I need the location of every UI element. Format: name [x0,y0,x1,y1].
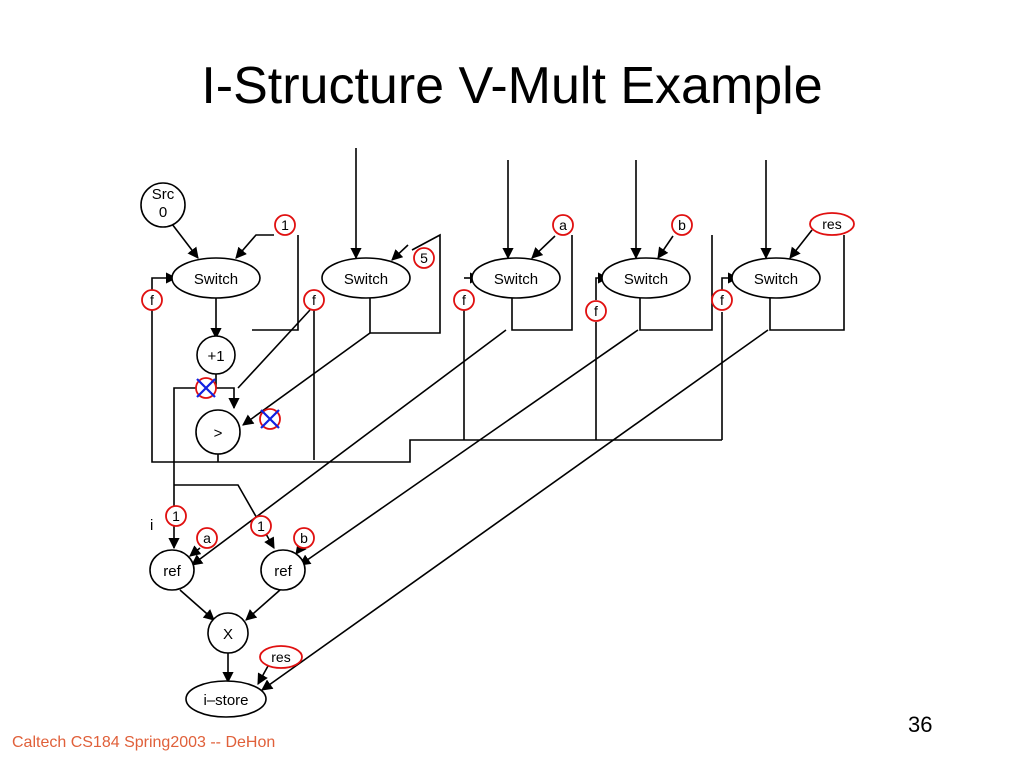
ref-node-2: ref [260,549,306,591]
increment-node: +1 [196,335,236,375]
svg-text:a: a [559,217,567,233]
token-res-switch5: res [809,212,855,236]
svg-text:b: b [300,530,308,546]
svg-text:res: res [822,216,841,232]
wire-token5-entry [391,244,409,261]
i-label: i [150,517,153,534]
wire-token-b-loop [639,235,713,331]
wire-token-b-entry [657,235,674,259]
footer-credit: Caltech CS184 Spring2003 -- DeHon [12,734,276,751]
wires [151,148,845,691]
wire-token-a-entry [531,235,556,259]
svg-text:f: f [594,303,598,319]
switch-node-1: Switch [171,257,261,299]
cancelled-token-2 [259,408,281,430]
wire-ref1-token-a [189,545,202,557]
switch-node-4: Switch [601,257,691,299]
wire-src-to-switch1 [171,223,199,259]
token-b-ref2: b [293,527,315,549]
svg-text:f: f [462,292,466,308]
token-f-3: f [453,289,475,311]
svg-text:res: res [271,649,290,665]
wire-switch2-to-compare [242,332,371,426]
wire-ref2-to-x [245,589,281,621]
token-one-ref1: 1 [165,505,187,527]
src-label-line1: Src [152,186,175,203]
ref-node-1: ref [149,549,195,591]
wire-token-res-loop [769,235,845,331]
svg-text:1: 1 [172,508,180,524]
token-res-istore: res [259,645,303,669]
svg-text:f: f [720,292,724,308]
increment-label: +1 [207,348,224,365]
cancelled-token-1 [195,377,217,399]
src-label-line2: 0 [159,204,167,221]
svg-text:f: f [312,292,316,308]
token-f-2: f [303,289,325,311]
wire-f2-to-loop [237,309,311,389]
token-a-ref1: a [196,527,218,549]
wire-f-ctrl-switch1 [151,272,178,292]
compare-label: > [214,425,223,442]
multiply-node: X [207,612,249,654]
token-five-switch2: 5 [413,247,435,269]
ref-2-label: ref [274,563,292,580]
compare-node: > [195,409,241,455]
wire-token-a-loop [511,235,573,331]
ref-1-label: ref [163,563,181,580]
tokens: 1 5 a b res f f f f f 1 a 1 b res [141,212,855,669]
multiply-label: X [223,626,233,643]
token-b-switch4: b [671,214,693,236]
wire-token1-entry [235,234,274,259]
svg-text:5: 5 [420,250,428,266]
slide-title: I-Structure V-Mult Example [201,57,823,115]
switch-1-label: Switch [194,271,238,288]
token-a-switch3: a [552,214,574,236]
wire-res-token-istore [257,665,269,685]
switch-node-3: Switch [471,257,561,299]
token-one-ref2: 1 [250,515,272,537]
switch-2-label: Switch [344,271,388,288]
wire-switch5-to-istore [261,329,769,691]
token-one-switch1: 1 [274,214,296,236]
istore-label: i–store [203,692,248,709]
wire-compare-feedback [151,310,722,463]
wire-inc-to-compare [215,372,240,410]
switch-5-label: Switch [754,271,798,288]
token-f-1: f [141,289,163,311]
svg-text:f: f [150,292,154,308]
svg-text:b: b [678,217,686,233]
svg-text:1: 1 [281,217,289,233]
svg-text:1: 1 [257,518,265,534]
wire-ref1-to-x [179,589,215,621]
wire-token-res-entry [789,229,813,259]
wire-token1-to-switch1 [252,235,299,331]
switch-4-label: Switch [624,271,668,288]
token-f-5: f [711,289,733,311]
src-node: Src 0 [140,182,186,228]
token-f-4: f [585,300,607,322]
wire-token5-loop [369,233,441,334]
wire-switch4-to-ref2 [299,329,639,566]
svg-text:a: a [203,530,211,546]
switch-3-label: Switch [494,271,538,288]
switch-node-5: Switch [731,257,821,299]
istore-node: i–store [185,680,267,718]
wire-switch3-to-ref1 [191,329,507,566]
switch-node-2: Switch [321,257,411,299]
page-number: 36 [908,712,933,737]
